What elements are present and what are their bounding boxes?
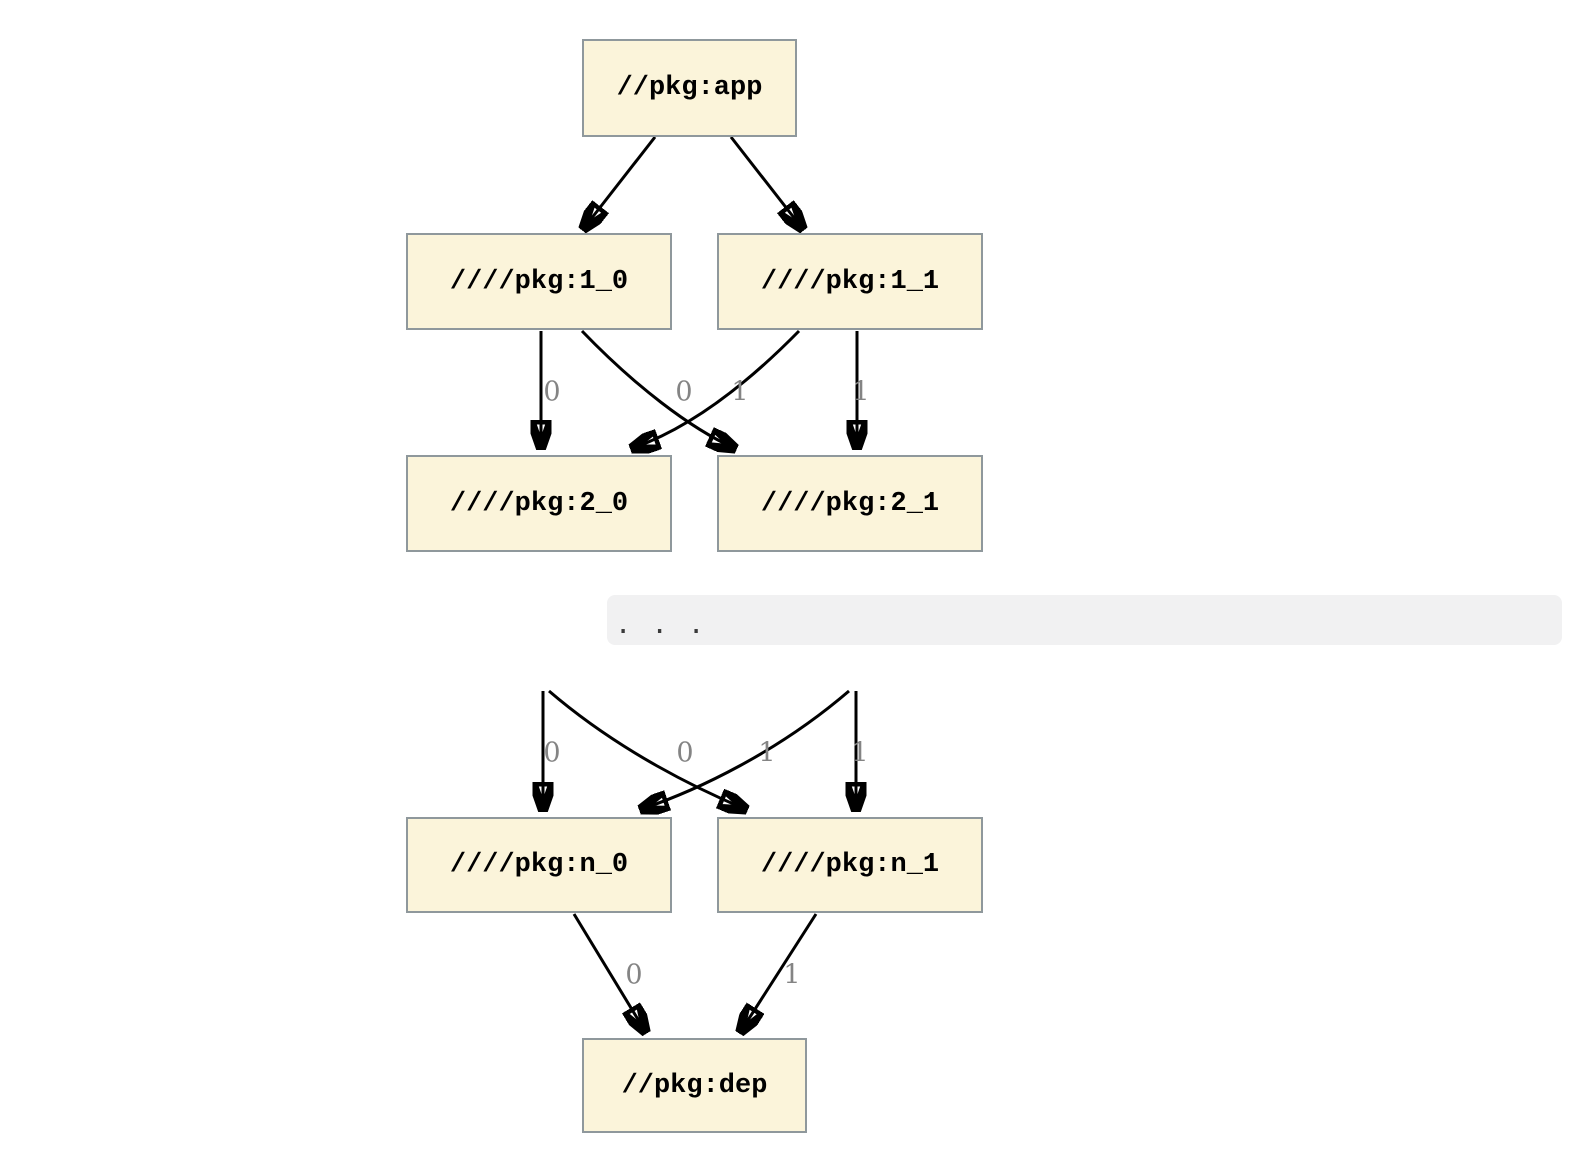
node-pkg-n_1: ////pkg:n_1 (717, 817, 983, 913)
edge-label-n_1-dep: 1 (783, 959, 801, 991)
edge-app-to-1_0 (584, 136, 657, 228)
edge-label-dots-n_1-cross: 1 (758, 737, 776, 769)
node-pkg-n_0: ////pkg:n_0 (406, 817, 672, 913)
edge-1_1-to-2_0 (633, 329, 801, 448)
edge-label-dots-n_1-right: 1 (851, 737, 869, 769)
edge-label-dots-n_0-cross: 0 (676, 737, 694, 769)
edge-label-n_0-dep: 0 (625, 959, 643, 991)
edge-label-1_1-2_1: 1 (852, 376, 870, 408)
node-pkg-n_0-label: ////pkg:n_0 (449, 850, 629, 880)
node-pkg-2_1-label: ////pkg:2_1 (760, 488, 940, 519)
node-pkg-dep: //pkg:dep (582, 1038, 807, 1133)
node-pkg-app-label: //pkg:app (616, 73, 763, 103)
node-pkg-n_1-label: ////pkg:n_1 (760, 850, 940, 880)
ellipsis-text: . . . (615, 608, 707, 640)
edge-dots-to-n_1-cross (548, 689, 745, 809)
edge-label-1_0-2_1: 1 (731, 376, 749, 408)
edge-label-1_1-2_0: 0 (675, 376, 693, 408)
node-pkg-2_0: ////pkg:2_0 (406, 455, 672, 552)
node-pkg-1_1-label: ////pkg:1_1 (760, 266, 940, 297)
node-pkg-1_1: ////pkg:1_1 (717, 233, 983, 330)
edge-label-1_0-2_0: 0 (543, 376, 561, 408)
node-pkg-1_0-label: ////pkg:1_0 (449, 266, 629, 297)
node-pkg-2_0-label: ////pkg:2_0 (449, 488, 629, 519)
node-pkg-1_0: ////pkg:1_0 (406, 233, 672, 330)
edge-label-dots-n_0-left: 0 (543, 737, 561, 769)
node-pkg-app: //pkg:app (582, 39, 797, 137)
node-pkg-2_1: ////pkg:2_1 (717, 455, 983, 552)
edge-n_0-to-dep (572, 913, 645, 1031)
node-pkg-dep-label: //pkg:dep (621, 1070, 768, 1101)
edge-1_0-to-2_1 (580, 329, 734, 448)
edge-app-to-1_1 (729, 136, 802, 228)
ellipsis-bar: . . . (607, 595, 1562, 645)
edge-n_1-to-dep (741, 913, 818, 1031)
edge-dots-to-n_0-cross (642, 689, 850, 809)
